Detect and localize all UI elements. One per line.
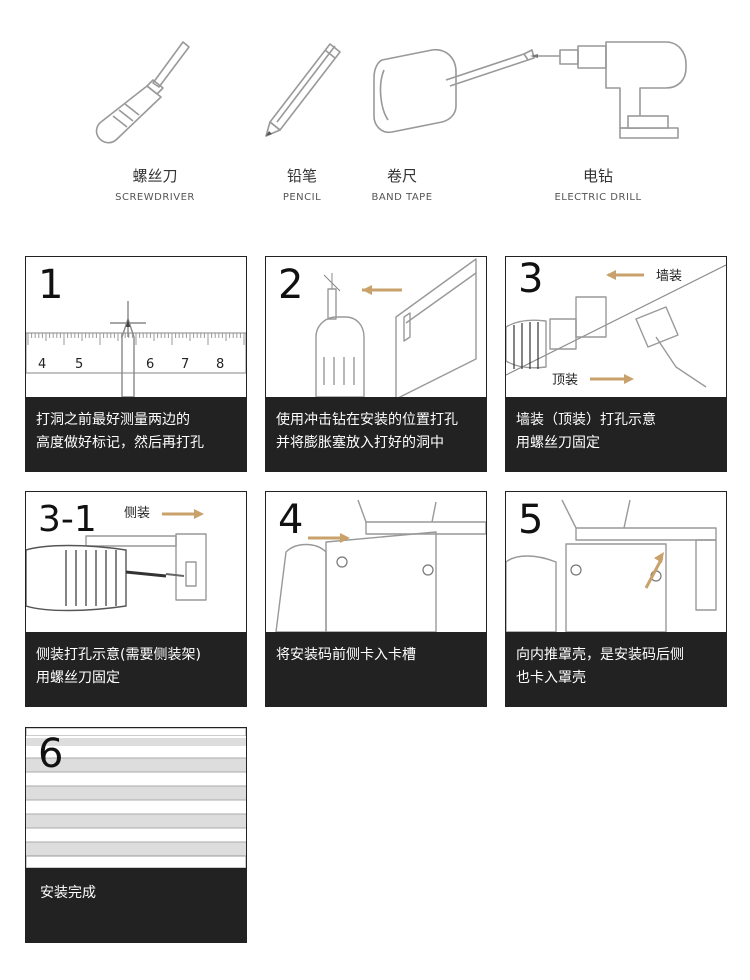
ruler-tick-label: 6 bbox=[146, 357, 155, 372]
tool-label-en: BAND TAPE bbox=[371, 192, 433, 203]
step-illustration: 1 4 5 6 7 8 bbox=[26, 257, 246, 397]
caption-line: 用螺丝刀固定 bbox=[516, 435, 600, 451]
tape-measure-icon bbox=[373, 48, 535, 134]
ruler-tick-label: 5 bbox=[75, 357, 84, 372]
ruler-tick-label: 8 bbox=[216, 357, 225, 372]
caption-line: 将安装码前侧卡入卡槽 bbox=[276, 647, 416, 663]
tool-label-en: SCREWDRIVER bbox=[115, 192, 195, 203]
step-illustration: 5 bbox=[506, 492, 726, 632]
tool-band-tape: 卷尺 BAND TAPE bbox=[322, 30, 535, 220]
step-card-4: 4 将安装码前侧卡入卡槽 bbox=[265, 491, 487, 707]
step-caption: 安装完成 bbox=[26, 868, 246, 942]
step-card-6: 6 安装完成 bbox=[25, 727, 247, 943]
tool-label-cn: 铅笔 bbox=[286, 167, 317, 185]
tool-electric-drill: 电钻 ELECTRIC DRILL bbox=[508, 30, 688, 220]
label-wall-mount: 墙装 bbox=[656, 269, 683, 284]
caption-line: 墙装（顶装）打孔示意 bbox=[516, 412, 656, 428]
step-card-2: 2 使用冲击钻在安装的位置打孔 并将膨胀塞放入打好的洞中 bbox=[265, 256, 487, 472]
electric-drill-icon bbox=[530, 41, 687, 139]
caption-line: 也卡入罩壳 bbox=[516, 670, 586, 686]
pencil-icon bbox=[265, 43, 341, 137]
step-illustration: 2 bbox=[266, 257, 486, 397]
step-illustration: 6 bbox=[26, 728, 246, 868]
tool-pencil: 铅笔 PENCIL bbox=[182, 30, 342, 220]
step-number: 2 bbox=[278, 262, 304, 308]
caption-line: 使用冲击钻在安装的位置打孔 bbox=[276, 412, 458, 428]
step-card-3-1: 3-1 侧装 侧装打孔示意(需要侧装架) 用螺丝刀固定 bbox=[25, 491, 247, 707]
step-card-1: 1 4 5 6 7 8 打洞之前最好测量两边的 高度做好标记，然后再打孔 bbox=[25, 256, 247, 472]
step-caption: 向内推罩壳，是安装码后侧 也卡入罩壳 bbox=[506, 632, 726, 706]
step-number: 1 bbox=[38, 262, 64, 308]
step-card-5: 5 向内推罩壳，是安装码后侧 也卡入罩壳 bbox=[505, 491, 727, 707]
tool-label-en: PENCIL bbox=[282, 192, 322, 203]
step-caption: 墙装（顶装）打孔示意 用螺丝刀固定 bbox=[506, 397, 726, 471]
step-caption: 将安装码前侧卡入卡槽 bbox=[266, 632, 486, 706]
step-number: 5 bbox=[518, 497, 544, 543]
ruler-tick-label: 4 bbox=[38, 357, 47, 372]
caption-line: 打洞之前最好测量两边的 bbox=[36, 412, 190, 428]
step-number: 3-1 bbox=[38, 499, 97, 540]
label-side-mount: 侧装 bbox=[124, 506, 151, 521]
step-caption: 使用冲击钻在安装的位置打孔 并将膨胀塞放入打好的洞中 bbox=[266, 397, 486, 471]
caption-line: 并将膨胀塞放入打好的洞中 bbox=[276, 435, 444, 451]
label-top-mount: 顶装 bbox=[552, 373, 579, 388]
step-illustration: 3 墙装 顶装 bbox=[506, 257, 726, 397]
screwdriver-icon bbox=[95, 41, 190, 144]
tool-label-cn: 螺丝刀 bbox=[132, 167, 178, 185]
tool-label-cn: 电钻 bbox=[582, 167, 613, 185]
ruler-tick-label: 7 bbox=[181, 357, 190, 372]
step-illustration: 4 bbox=[266, 492, 486, 632]
step-card-3: 3 墙装 顶装 墙装（顶装）打孔示意 用螺丝刀固定 bbox=[505, 256, 727, 472]
tool-screwdriver: 螺丝刀 SCREWDRIVER bbox=[75, 30, 235, 220]
step-number: 6 bbox=[38, 731, 64, 777]
caption-line: 安装完成 bbox=[40, 885, 96, 901]
step-caption: 打洞之前最好测量两边的 高度做好标记，然后再打孔 bbox=[26, 397, 246, 471]
tool-label-en: ELECTRIC DRILL bbox=[554, 192, 642, 203]
step-illustration: 3-1 侧装 bbox=[26, 492, 246, 632]
caption-line: 侧装打孔示意(需要侧装架) bbox=[36, 647, 201, 663]
caption-line: 高度做好标记，然后再打孔 bbox=[36, 435, 204, 451]
step-caption: 侧装打孔示意(需要侧装架) 用螺丝刀固定 bbox=[26, 632, 246, 706]
step-number: 3 bbox=[518, 257, 544, 302]
caption-line: 用螺丝刀固定 bbox=[36, 670, 120, 686]
tool-label-cn: 卷尺 bbox=[386, 167, 417, 185]
tools-row: 螺丝刀 SCREWDRIVER 铅笔 PENCIL 卷尺 BAND TAPE bbox=[0, 0, 750, 230]
caption-line: 向内推罩壳，是安装码后侧 bbox=[516, 647, 684, 663]
step-number: 4 bbox=[278, 497, 304, 543]
